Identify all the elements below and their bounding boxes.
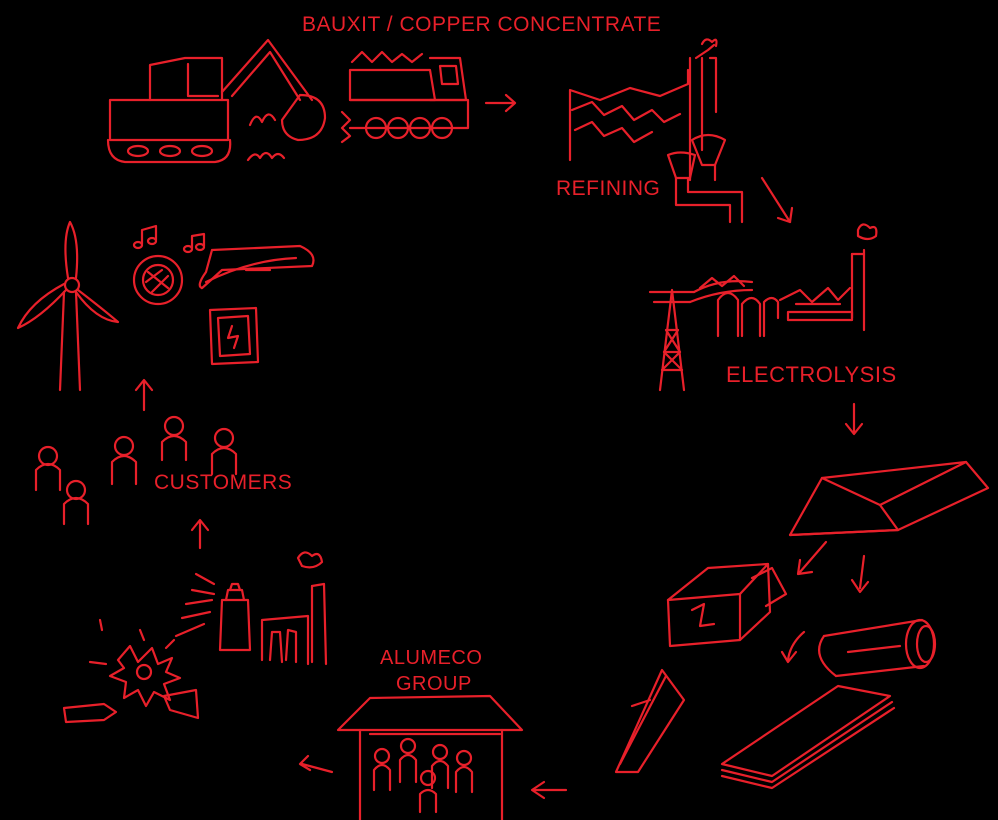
refinery-factory-icon (568, 38, 744, 224)
customers-label: CUSTOMERS (154, 471, 293, 494)
warehouse-icon (336, 694, 524, 820)
electrolysis-plant-icon (716, 223, 878, 338)
metal-block-icon (666, 562, 788, 648)
bauxite-copper-label: BAUXIT / COPPER CONCENTRATE (302, 13, 662, 36)
flow-arrow-icon (530, 780, 568, 800)
flow-arrow-icon (134, 378, 210, 550)
excavator-icon (106, 38, 327, 164)
customer-people-icon (34, 415, 238, 526)
flow-arrow-icon (760, 176, 794, 224)
company-name-line1: ALUMECO (380, 647, 483, 669)
metal-sheet-icon (720, 684, 896, 790)
flow-arrow-icon (484, 93, 517, 113)
metal-ingot-icon (788, 460, 990, 537)
electrolysis-label: ELECTROLYSIS (726, 362, 897, 387)
airplane-icon (198, 244, 315, 290)
recycling-burst-icon (62, 618, 200, 724)
metal-tube-icon (780, 618, 937, 678)
flow-arrow-icon (298, 754, 334, 774)
company-name-line2: GROUP (396, 673, 472, 695)
recycling-factory-icon (260, 551, 328, 666)
spray-can-icon (174, 572, 252, 652)
metal-profile-icon (614, 668, 686, 774)
wind-turbine-icon (16, 220, 120, 392)
refining-label: REFINING (556, 177, 661, 200)
electrical-panel-icon (208, 306, 260, 366)
flow-arrow-icon (796, 540, 870, 594)
mining-truck-icon (340, 50, 470, 144)
power-pylon-icon (648, 274, 754, 392)
flow-arrow-icon (844, 402, 864, 436)
speaker-icon (132, 224, 206, 306)
